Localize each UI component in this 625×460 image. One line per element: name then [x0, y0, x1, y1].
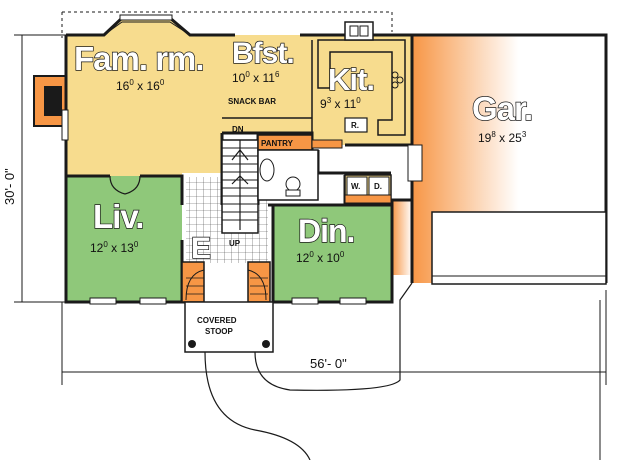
staircase [221, 139, 259, 234]
width-dimension: 56'- 0" [310, 356, 347, 371]
dn-label: DN [232, 125, 244, 134]
stoop-column-right [262, 340, 270, 348]
living-room-size: 120 x 130 [90, 240, 139, 255]
garage-door [431, 211, 607, 285]
snack-bar-label: SNACK BAR [228, 97, 276, 106]
kitchen-counters [311, 21, 406, 149]
kitchen-name: Kit. [328, 62, 374, 97]
fireplace-hearth [44, 86, 62, 116]
garage-name: Gar. [472, 90, 532, 127]
living-room-name: Liv. [93, 198, 143, 235]
pantry-label: PANTRY [261, 139, 294, 148]
dining-room-name: Din. [298, 213, 354, 249]
family-room-name: Fam. rm. [74, 40, 204, 77]
living-room-area [66, 176, 182, 302]
up-label: UP [229, 239, 241, 248]
bay-window-inner [103, 21, 191, 36]
windows [61, 14, 367, 305]
living-double-door [109, 175, 141, 195]
entry-name: E [191, 232, 210, 265]
covered-stoop [184, 301, 274, 353]
stoop-column-left [188, 340, 196, 348]
dining-room-area [273, 205, 391, 302]
garage-side-strip [392, 200, 412, 275]
depth-dimension: 30'- 0" [2, 168, 17, 205]
kitchen-window [407, 144, 423, 182]
snack-bar-counter [222, 40, 313, 133]
roof-outline [61, 11, 393, 38]
washer-label: W. [351, 182, 360, 191]
width-dimension-line [61, 290, 607, 385]
kitchen-size: 93 x 110 [320, 96, 361, 111]
depth-dimension-line [14, 34, 66, 303]
covered-label: COVERED [197, 316, 237, 325]
laundry-area [344, 174, 392, 204]
entry-doors [181, 261, 271, 303]
refrigerator-label: R. [351, 121, 359, 130]
stoop-label: STOOP [205, 327, 234, 336]
garage-size: 198 x 253 [478, 130, 527, 145]
breakfast-size: 100 x 116 [232, 70, 280, 85]
powder-room [257, 149, 319, 201]
family-room-size: 160 x 160 [116, 78, 165, 93]
walkway [204, 282, 413, 460]
breakfast-name: Bfst. [232, 37, 294, 70]
dryer-label: D. [374, 182, 382, 191]
dining-room-size: 120 x 100 [296, 250, 345, 265]
